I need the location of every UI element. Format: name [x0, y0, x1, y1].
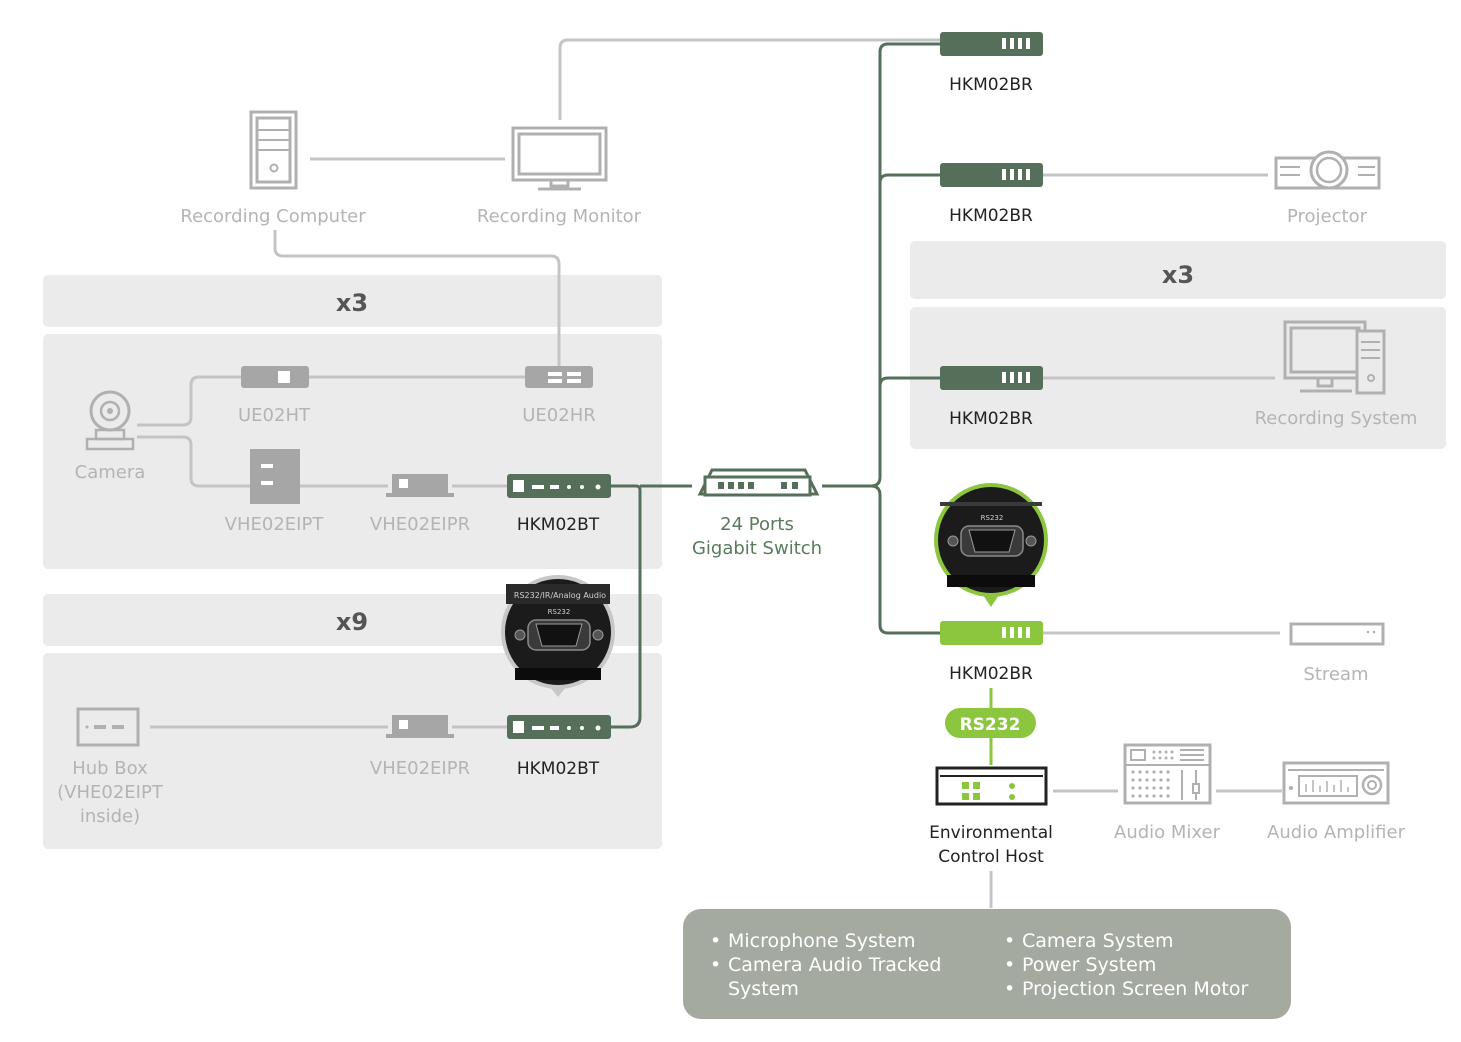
recording-monitor-icon — [511, 126, 608, 191]
svg-text:•: • — [710, 954, 721, 976]
recording-system-icon — [1283, 320, 1386, 395]
recording-system-label: Recording System — [1255, 408, 1418, 429]
audio-amplifier-icon — [1282, 761, 1390, 805]
grey-wires — [137, 38, 1282, 908]
svg-text:Environmental: Environmental — [929, 823, 1053, 843]
ue02ht-label: UE02HT — [238, 405, 311, 426]
left-port-header: RS232/IR/Analog Audio — [514, 591, 606, 600]
left-port-callout: RS232/IR/Analog Audio RS232 — [501, 575, 615, 697]
svg-text:•: • — [1004, 978, 1015, 1000]
group-cameras: x3 — [43, 275, 662, 569]
group-hub-multiplier: x9 — [336, 608, 368, 636]
controlled-system-item: System — [728, 978, 799, 1000]
vhe02eipr-bottom-label: VHE02EIPR — [370, 758, 470, 779]
right-port-label: RS232 — [981, 514, 1004, 522]
hub-box-label: Hub Box (VHE02EIPT inside) — [57, 758, 164, 827]
hub-box-icon — [76, 707, 140, 747]
green-wires — [611, 42, 993, 765]
group-cameras-multiplier: x3 — [336, 289, 368, 317]
svg-text:RS232: RS232 — [960, 715, 1021, 735]
svg-text:24 Ports: 24 Ports — [720, 514, 794, 535]
rs232-badge: RS232 — [945, 708, 1036, 738]
projector-icon — [1274, 150, 1381, 190]
controlled-systems-box: • Microphone System • Camera Audio Track… — [683, 909, 1291, 1019]
left-port-label: RS232 — [548, 608, 571, 616]
right-port-callout: RS232 — [934, 483, 1048, 607]
recording-monitor-label: Recording Monitor — [477, 206, 642, 227]
hkm02bt-top-label: HKM02BT — [517, 515, 600, 535]
svg-text:Control Host: Control Host — [938, 847, 1044, 867]
audio-mixer-label: Audio Mixer — [1114, 822, 1221, 843]
controlled-system-item: Microphone System — [728, 930, 916, 952]
svg-text:(VHE02EIPT: (VHE02EIPT — [57, 782, 164, 803]
vhe02eipt-icon — [250, 449, 300, 504]
ue02hr-label: UE02HR — [522, 405, 596, 426]
hkm02br-2-label: HKM02BR — [949, 206, 1033, 226]
ue02ht-icon — [241, 366, 309, 388]
vhe02eipr-top-label: VHE02EIPR — [370, 514, 470, 535]
svg-text:Gigabit Switch: Gigabit Switch — [692, 538, 822, 559]
vhe02eipt-label: VHE02EIPT — [225, 514, 325, 535]
controlled-system-item: Camera System — [1022, 930, 1173, 952]
hkm02bt-bottom-icon — [507, 715, 611, 739]
projector-label: Projector — [1287, 206, 1368, 227]
vhe02eipr-top-icon — [386, 474, 454, 497]
vhe02eipr-bottom-icon — [386, 715, 454, 738]
environmental-control-host-label: Environmental Control Host — [929, 823, 1053, 867]
svg-text:inside): inside) — [80, 806, 140, 827]
gigabit-switch-label: 24 Ports Gigabit Switch — [692, 514, 822, 559]
hkm02br-1-icon — [940, 32, 1043, 56]
hkm02bt-bottom-label: HKM02BT — [517, 759, 600, 779]
controlled-system-item: Projection Screen Motor — [1022, 978, 1248, 1000]
svg-text:•: • — [1004, 930, 1015, 952]
ue02hr-icon — [525, 366, 593, 388]
hkm02br-4-icon — [940, 621, 1043, 645]
svg-text:Hub Box: Hub Box — [72, 758, 148, 779]
camera-label: Camera — [75, 462, 146, 483]
hkm02br-3-label: HKM02BR — [949, 409, 1033, 429]
hkm02br-4-label: HKM02BR — [949, 664, 1033, 684]
svg-text:•: • — [710, 930, 721, 952]
audio-amplifier-label: Audio Amplifier — [1267, 822, 1406, 843]
controlled-system-item: Power System — [1022, 954, 1156, 976]
environmental-control-host-icon — [935, 766, 1048, 806]
camera-icon — [85, 390, 135, 451]
group-recording-multiplier: x3 — [1162, 261, 1194, 289]
stream-icon — [1289, 622, 1385, 646]
hkm02br-2-icon — [940, 163, 1043, 187]
audio-mixer-icon — [1123, 743, 1212, 805]
hkm02br-3-icon — [940, 366, 1043, 390]
svg-text:•: • — [1004, 954, 1015, 976]
recording-computer-label: Recording Computer — [180, 206, 366, 227]
hkm02bt-top-icon — [507, 474, 611, 498]
controlled-system-item: Camera Audio Tracked — [728, 954, 941, 976]
stream-label: Stream — [1303, 664, 1368, 685]
hkm02br-1-label: HKM02BR — [949, 75, 1033, 95]
recording-computer-icon — [249, 110, 298, 190]
gigabit-switch-icon — [697, 468, 820, 497]
